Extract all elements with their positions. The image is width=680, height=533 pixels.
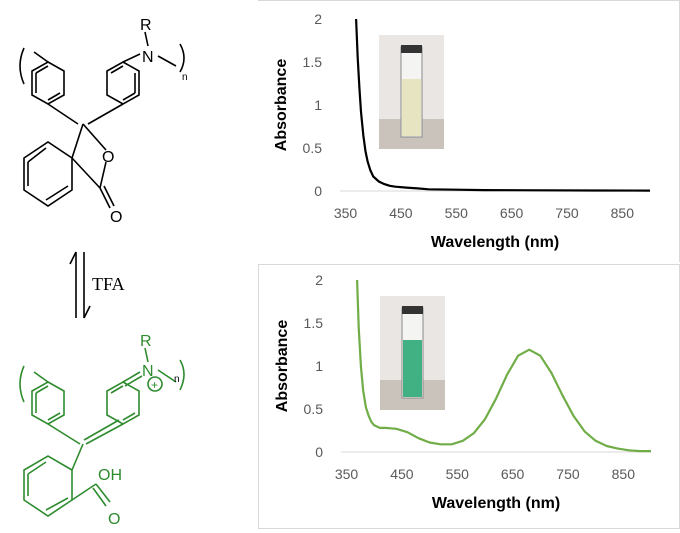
top-ring-o: O bbox=[102, 149, 114, 166]
cuvette-cap bbox=[402, 306, 423, 314]
y-tick-label: 1.5 bbox=[304, 315, 324, 331]
bottom-r-label: R bbox=[140, 333, 152, 350]
top-n-label: N bbox=[142, 49, 154, 66]
equilibrium-arrows bbox=[69, 251, 91, 319]
x-tick-label: 350 bbox=[334, 205, 358, 221]
spectrum-line bbox=[355, 18, 651, 192]
y-tick-label: 2 bbox=[314, 11, 322, 27]
x-tick-label: 550 bbox=[446, 466, 470, 482]
cuvette-cap bbox=[401, 45, 422, 53]
reagent-label: TFA bbox=[92, 274, 125, 294]
cuvette-liquid bbox=[403, 340, 422, 397]
y-tick-label: 1.5 bbox=[303, 54, 323, 70]
y-tick-label: 0.5 bbox=[304, 401, 324, 417]
y-tick-label: 0.5 bbox=[303, 140, 323, 156]
x-tick-label: 450 bbox=[389, 205, 413, 221]
lactone-structure bbox=[19, 31, 185, 209]
cuvette-liquid bbox=[402, 79, 421, 136]
top-carbonyl-o: O bbox=[110, 209, 122, 226]
bottom-charge: + bbox=[151, 378, 158, 392]
top-r-label: R bbox=[140, 17, 152, 34]
bottom-oh-label: OH bbox=[98, 467, 122, 484]
y-axis-title: Absorbance bbox=[273, 59, 290, 152]
x-axis-title: Wavelength (nm) bbox=[432, 495, 560, 512]
x-axis-title: Wavelength (nm) bbox=[431, 234, 559, 251]
x-tick-label: 650 bbox=[501, 466, 525, 482]
x-tick-label: 350 bbox=[335, 466, 359, 482]
x-tick-label: 450 bbox=[390, 466, 414, 482]
top-subscript: n bbox=[182, 72, 188, 83]
x-tick-label: 750 bbox=[556, 466, 580, 482]
cuvette-photo bbox=[379, 35, 444, 149]
quinoid-structure bbox=[19, 347, 185, 517]
bottom-subscript: n bbox=[174, 374, 180, 385]
x-tick-label: 850 bbox=[611, 205, 635, 221]
x-tick-label: 550 bbox=[445, 205, 469, 221]
y-tick-label: 1 bbox=[314, 97, 322, 113]
reaction-scheme: R N n O O TFA R N + bbox=[19, 17, 188, 528]
y-tick-label: 2 bbox=[315, 272, 323, 288]
y-tick-label: 0 bbox=[314, 183, 322, 199]
y-axis-title: Absorbance bbox=[274, 320, 291, 413]
y-tick-label: 1 bbox=[315, 358, 323, 374]
bottom-carbonyl-o: O bbox=[108, 511, 120, 528]
bottom-n-label: N bbox=[142, 363, 154, 380]
x-tick-label: 650 bbox=[500, 205, 524, 221]
spectrum-line bbox=[356, 279, 651, 453]
cuvette-photo bbox=[380, 296, 445, 410]
y-tick-label: 0 bbox=[315, 444, 323, 460]
x-tick-label: 750 bbox=[555, 205, 579, 221]
x-tick-label: 850 bbox=[612, 466, 636, 482]
